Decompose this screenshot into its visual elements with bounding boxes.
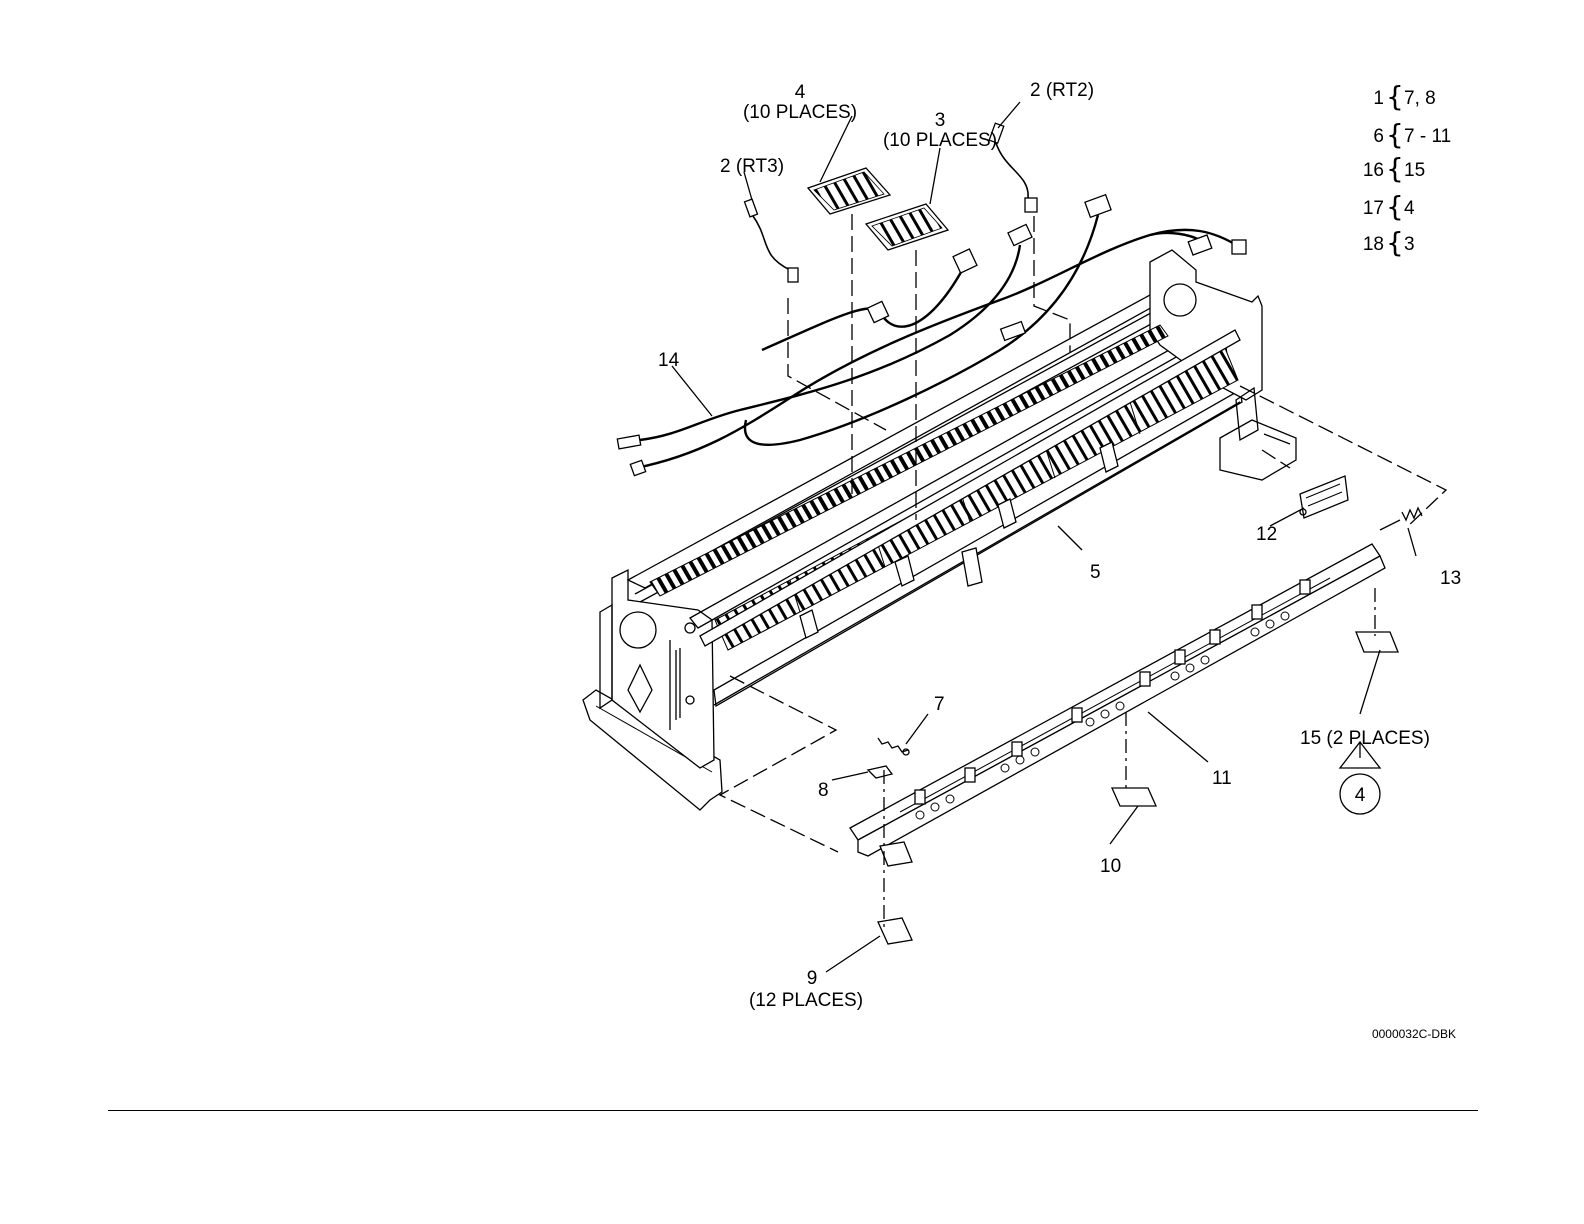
kit-number: 6 [1373, 126, 1384, 147]
kit-parts: 7, 8 [1404, 88, 1436, 109]
callout-3-qty: (10 PLACES) [883, 130, 997, 151]
callout-9-number: 9 [807, 968, 818, 989]
kit-number: 17 [1363, 198, 1384, 219]
clip-8 [868, 766, 892, 778]
svg-text:{: { [1386, 226, 1404, 259]
svg-text:{: { [1386, 190, 1404, 223]
callout-12: 12 [1256, 524, 1277, 545]
connector-block [1300, 476, 1348, 518]
grid-part-3 [866, 204, 948, 250]
callout-4-number: 4 [795, 82, 806, 103]
callout-9-qty: (12 PLACES) [749, 990, 863, 1011]
roller-shaft [700, 330, 1240, 646]
callout-15: 15 (2 PLACES) [1300, 728, 1430, 749]
page-divider [108, 1110, 1478, 1111]
kit-parts: 4 [1404, 198, 1415, 219]
svg-text:{: { [1386, 152, 1404, 185]
spring-7 [878, 738, 909, 755]
callout-14: 14 [658, 350, 680, 371]
svg-text:{: { [1386, 80, 1404, 113]
kit-number: 1 [1373, 88, 1384, 109]
callout-labels: 4 (10 PLACES) 3 (10 PLACES) 2 (RT2) 2 (R… [658, 80, 1461, 1011]
callout-8: 8 [818, 780, 829, 801]
figure-id: 0000032C-DBK [1372, 1027, 1456, 1041]
kit-parts: 7 - 11 [1404, 126, 1451, 147]
pad-15 [1356, 632, 1398, 652]
pad-10 [1112, 788, 1156, 806]
kit-table: 1 { 7, 8 6 { 7 - 11 16 { 15 17 { 4 18 { … [1363, 80, 1451, 259]
pad-9 [878, 842, 912, 944]
callout-15-ref: 4 [1355, 785, 1366, 806]
svg-text:{: { [1386, 118, 1404, 151]
callout-10: 10 [1100, 856, 1121, 877]
thermistor-rt3 [745, 199, 798, 282]
kit-number: 16 [1363, 160, 1384, 181]
kit-parts: 15 [1404, 160, 1425, 181]
kit-parts: 3 [1404, 234, 1415, 255]
callout-2-rt3: 2 (RT3) [720, 156, 784, 177]
callout-5: 5 [1090, 562, 1101, 583]
leader-lines [672, 102, 1416, 972]
grid-part-4 [808, 168, 890, 214]
callout-3-number: 3 [935, 110, 946, 131]
callout-13: 13 [1440, 568, 1461, 589]
rib-grid-areas [650, 325, 1238, 650]
kit-number: 18 [1363, 234, 1384, 255]
callout-2-rt2: 2 (RT2) [1030, 80, 1094, 101]
callout-11: 11 [1212, 768, 1232, 789]
callout-7: 7 [934, 694, 945, 715]
callout-4-qty: (10 PLACES) [743, 102, 857, 123]
